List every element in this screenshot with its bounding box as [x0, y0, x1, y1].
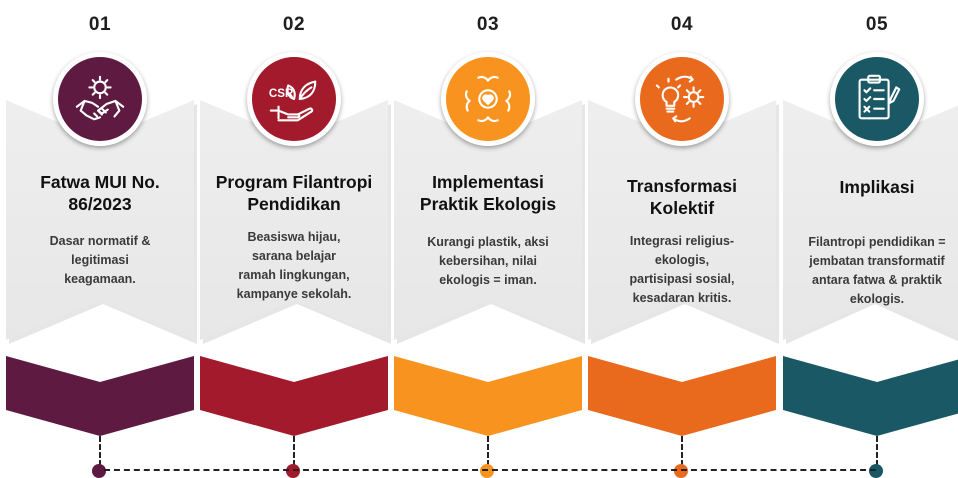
timeline-line	[104, 469, 876, 471]
icon-circle: CSR	[247, 52, 341, 146]
step-chevron	[588, 356, 776, 436]
connector-line	[876, 436, 878, 466]
lightbulb-gear-cycle-icon	[655, 75, 705, 123]
connector-line	[681, 436, 683, 466]
step-chevron	[6, 356, 194, 436]
step-2: 02 CSR Program Filantropi Pendidikan Bea…	[200, 0, 388, 478]
timeline-dot	[286, 464, 300, 478]
step-chevron	[783, 356, 958, 436]
step-description: Beasiswa hijau, sarana belajar ramah lin…	[236, 230, 352, 301]
step-number: 01	[88, 14, 112, 35]
step-3: 03 Implementasi Praktik Ekologis Kurangi…	[394, 0, 582, 478]
timeline-dot	[480, 464, 494, 478]
step-1: 01 Fatwa MUI No. 86/2023 Dasar normatif …	[6, 0, 194, 478]
gear-handshake-icon	[75, 75, 125, 121]
step-title: Implikasi	[839, 177, 915, 197]
step-number: 03	[476, 14, 500, 35]
step-number: 04	[670, 14, 694, 35]
clipboard-checklist-icon	[858, 74, 901, 120]
step-description: Integrasi religius- ekologis, partisipas…	[629, 234, 735, 305]
connector-line	[293, 436, 295, 466]
step-number: 05	[865, 14, 889, 35]
hands-heart-icon	[464, 75, 512, 123]
timeline-dot	[92, 464, 106, 478]
connector-line	[99, 436, 101, 466]
connector-line	[487, 436, 489, 466]
csr-hand-leaf-icon: CSR	[269, 80, 317, 122]
step-4: 04 Transformasi Kolektif Integrasi relig…	[588, 0, 776, 478]
icon-circle	[830, 52, 924, 146]
step-description: Filantropi pendidikan = jembatan transfo…	[808, 235, 946, 306]
timeline-dot	[674, 464, 688, 478]
step-title: Implementasi Praktik Ekologis	[419, 172, 557, 214]
step-title: Program Filantropi Pendidikan	[215, 172, 373, 214]
icon-circle	[441, 52, 535, 146]
step-title: Transformasi Kolektif	[627, 176, 737, 218]
step-description: Dasar normatif & legitimasi keagamaan.	[49, 234, 151, 286]
step-title: Fatwa MUI No. 86/2023	[40, 172, 160, 214]
timeline-dot	[869, 464, 883, 478]
step-chevron	[200, 356, 388, 436]
icon-circle	[53, 52, 147, 146]
icon-circle	[635, 52, 729, 146]
step-5: 05 Implikasi Filantropi pendidikan = jem…	[783, 0, 958, 478]
step-number: 02	[282, 14, 306, 35]
step-chevron	[394, 356, 582, 436]
step-description: Kurangi plastik, aksi kebersihan, nilai …	[427, 235, 549, 287]
